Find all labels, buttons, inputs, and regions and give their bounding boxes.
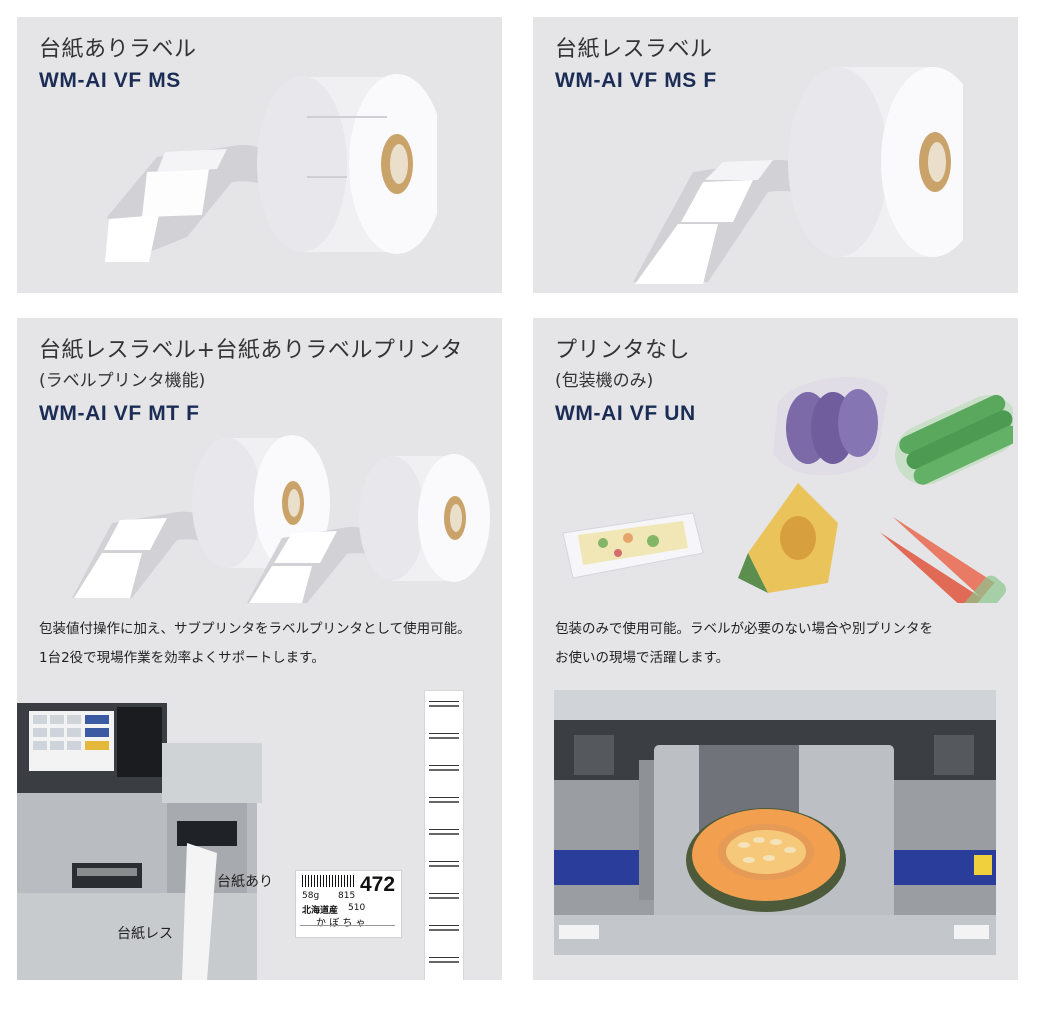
price-label-sample: 58g 北海道産 か ぼ ち ゃ 815 510 472 [295, 870, 402, 938]
model-name: WM-AI VF MS [39, 69, 181, 92]
printer-machine-image [17, 703, 262, 980]
panel-dual-printer: 台紙レスラベル+台紙ありラベルプリンタ (ラベルプリンタ機能) WM-AI VF… [17, 318, 502, 980]
description-line-2: お使いの現場で活躍します。 [555, 650, 730, 666]
panel-subtitle: (ラベルプリンタ機能) [39, 371, 206, 391]
dual-label-rolls-image [72, 435, 490, 603]
panel-linerless-label: 台紙レスラベル WM-AI VF MS F [533, 17, 1018, 293]
ticket-unit-price: 815 [338, 891, 356, 901]
wrapped-produce-image [562, 376, 1013, 603]
description-line-2: 1台2役で現場作業を効率よくサポートします。 [39, 650, 325, 666]
linerless-label-strip [424, 690, 464, 980]
panel-subtitle: (包装機のみ) [555, 371, 654, 391]
panel-title: 台紙レスラベル+台紙ありラベルプリンタ [39, 338, 463, 363]
description-line-1: 包装値付操作に加え、サブプリンタをラベルプリンタとして使用可能。 [39, 621, 471, 637]
callout-liner-label: 台紙あり [217, 874, 273, 890]
ticket-origin: 北海道産 [302, 906, 339, 916]
panel-title: 台紙レスラベル [555, 37, 713, 62]
model-name: WM-AI VF MT F [39, 402, 200, 425]
wrapping-machine-photo [554, 690, 996, 955]
panel-title: プリンタなし [555, 338, 691, 363]
panel-liner-label: 台紙ありラベル WM-AI VF MS [17, 17, 502, 293]
model-name: WM-AI VF MS F [555, 69, 717, 92]
barcode [302, 875, 354, 887]
panel-title: 台紙ありラベル [39, 37, 197, 62]
ticket-product: か ぼ ち ゃ [316, 918, 366, 929]
panel-no-printer: プリンタなし (包装機のみ) WM-AI VF UN [533, 318, 1018, 980]
model-name: WM-AI VF UN [555, 402, 696, 425]
label-roll-image [105, 74, 437, 262]
ticket-price: 472 [360, 873, 396, 896]
description-line-1: 包装のみで使用可能。ラベルが必要のない場合や別プリンタを [555, 621, 933, 637]
ticket-weight: 58g [302, 891, 320, 901]
label-roll-image [633, 67, 963, 284]
callout-linerless-label: 台紙レス [117, 926, 173, 942]
ticket-total: 510 [348, 903, 366, 913]
ticket-footer [300, 925, 395, 934]
